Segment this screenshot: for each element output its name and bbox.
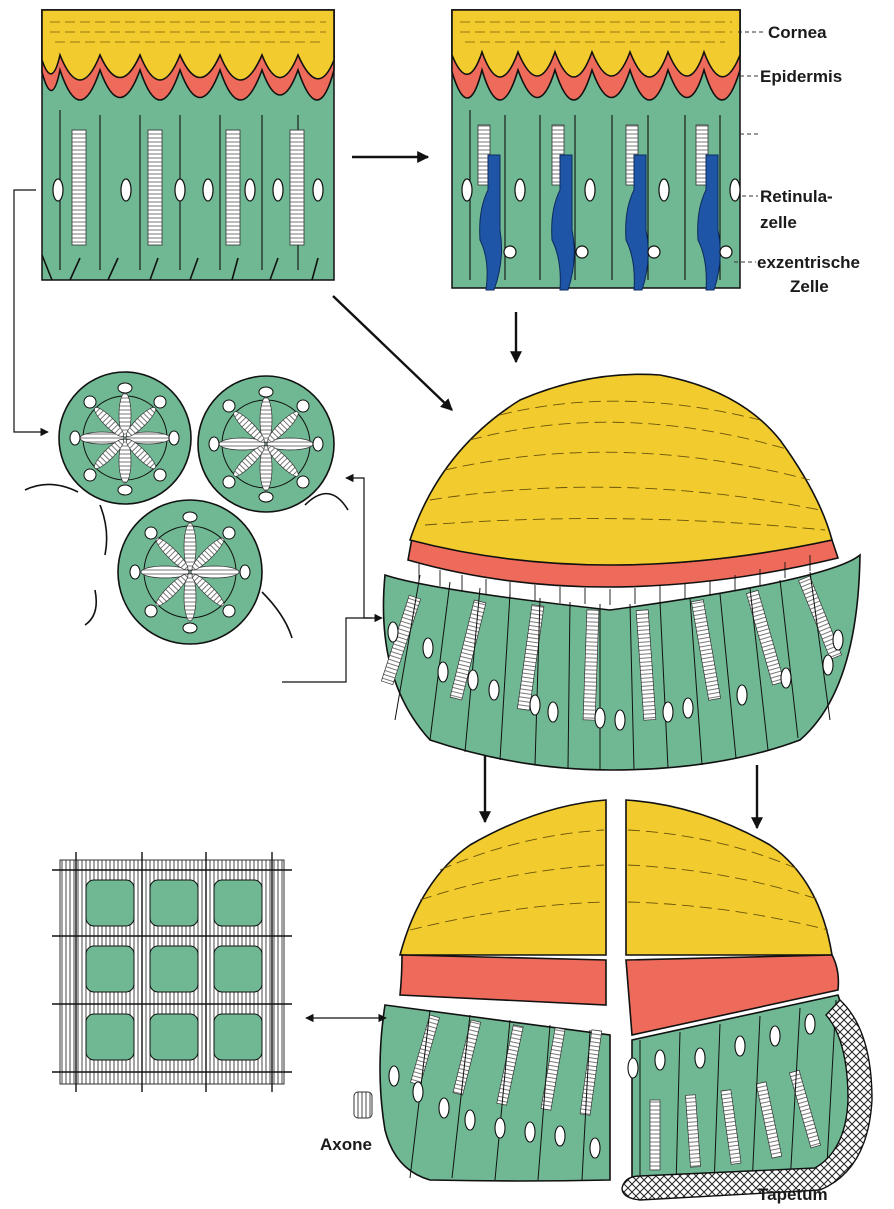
panel-rhabdom-grid [52,852,292,1092]
panel-eccentric-cells [452,10,740,290]
panel-ommatidia-cross-section [25,372,348,644]
arrow-d-to-c [346,478,372,618]
cross-section-3 [118,500,262,644]
label-tapetum: Tapetum [758,1185,828,1204]
panel-flat-epithelium [42,10,334,280]
panel-split-eyes [354,800,872,1200]
label-group-right: Cornea Epidermis Retinula- zelle exzentr… [734,23,860,296]
arrow-c-to-d-return [282,618,382,682]
label-retinula-2: zelle [760,213,797,232]
cross-section-1 [59,372,191,504]
panel-lens-eye [381,374,860,770]
arrow-a-to-d [333,296,452,410]
label-cornea: Cornea [768,23,827,42]
cross-section-2 [198,376,334,512]
label-axone: Axone [320,1135,372,1154]
label-exzentrische-1: exzentrische [757,253,860,272]
label-exzentrische-2: Zelle [790,277,829,296]
label-retinula-1: Retinula- [760,187,833,206]
label-epidermis: Epidermis [760,67,842,86]
